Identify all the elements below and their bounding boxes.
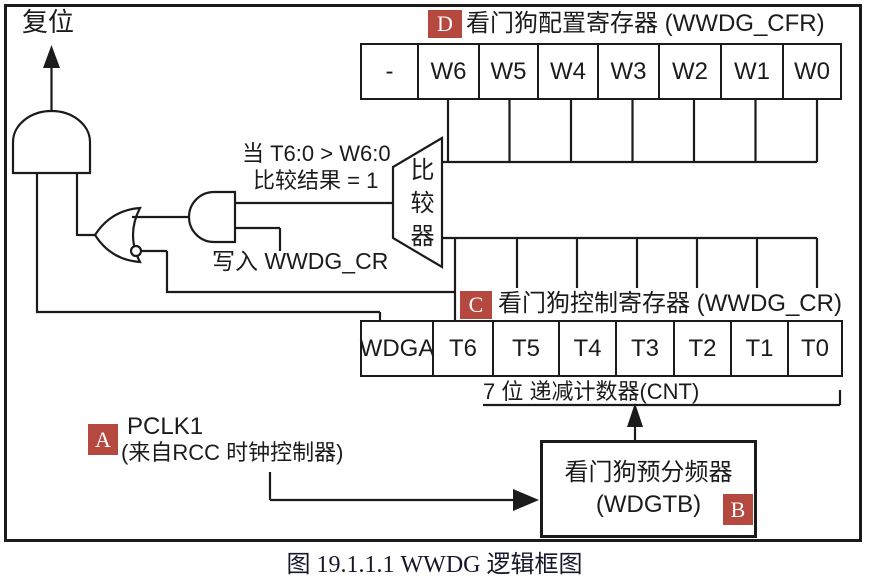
reset-label: 复位 [22,7,75,37]
cr-register-title: 看门狗控制寄存器 (WWDG_CR) [498,290,842,317]
cr-bit-cell: WDGA [359,334,435,362]
reset-arrowhead [43,45,60,68]
pclk-name-label: PCLK1 [127,413,204,440]
prescaler-box: 看门狗预分频器 (WDGTB) [540,440,757,538]
cr-bit-cell: T3 [615,322,673,375]
cfr-bit-cell: W1 [720,45,782,98]
cfr-bit-cell: W2 [658,45,720,98]
write-and-gate [187,190,237,244]
cr-bit-cell: T5 [492,322,558,375]
reset-and-gate [11,109,92,175]
cr-bit-cell: T1 [730,322,787,375]
cr-bit-cell: T4 [558,322,615,375]
badge-a: A [88,424,118,455]
badge-d: D [428,10,462,38]
pclk-arrowhead [513,489,539,511]
cfr-register-title: 看门狗配置寄存器 (WWDG_CFR) [466,10,825,37]
counter-label: 7 位 递减计数器(CNT) [483,379,700,404]
diagram-frame [4,4,862,542]
cfr-bit-cell: W4 [537,45,597,98]
cfr-bit-cell: - [385,57,394,85]
badge-b: B [723,494,753,525]
cr-bit-cell: T6 [432,322,492,375]
cfr-bit-cell: W3 [597,45,658,98]
pclk-source-label: (来自RCC 时钟控制器) [121,440,344,465]
comparator-label: 比较器 [406,157,433,256]
cfr-bit-cell: W6 [417,45,478,98]
prescaler-arrowhead [627,403,643,427]
badge-c: C [460,291,492,319]
invert-bubble [129,244,143,258]
comparator-shape [391,136,444,269]
cr-bit-cell: T2 [673,322,730,375]
cfr-register: - W6 W5 W4 W3 W2 W1 W0 [360,43,842,100]
write-cr-label: 写入 WWDG_CR [212,248,389,274]
or-gate [93,206,142,264]
compare-condition-line1: 当 T6:0 > W6:0 [242,141,391,166]
compare-condition-line2: 比较结果 = 1 [253,168,379,193]
cfr-bit-cell: W0 [782,45,840,98]
cfr-bit-cell: W5 [478,45,537,98]
cr-bit-cell: T0 [787,322,841,375]
prescaler-code: (WDGTB) [595,491,702,518]
cr-register: WDGA T6 T5 T4 T3 T2 T1 T0 [360,320,843,377]
prescaler-name: 看门狗预分频器 [564,458,733,486]
figure-caption: 图 19.1.1.1 WWDG 逻辑框图 [286,552,583,577]
